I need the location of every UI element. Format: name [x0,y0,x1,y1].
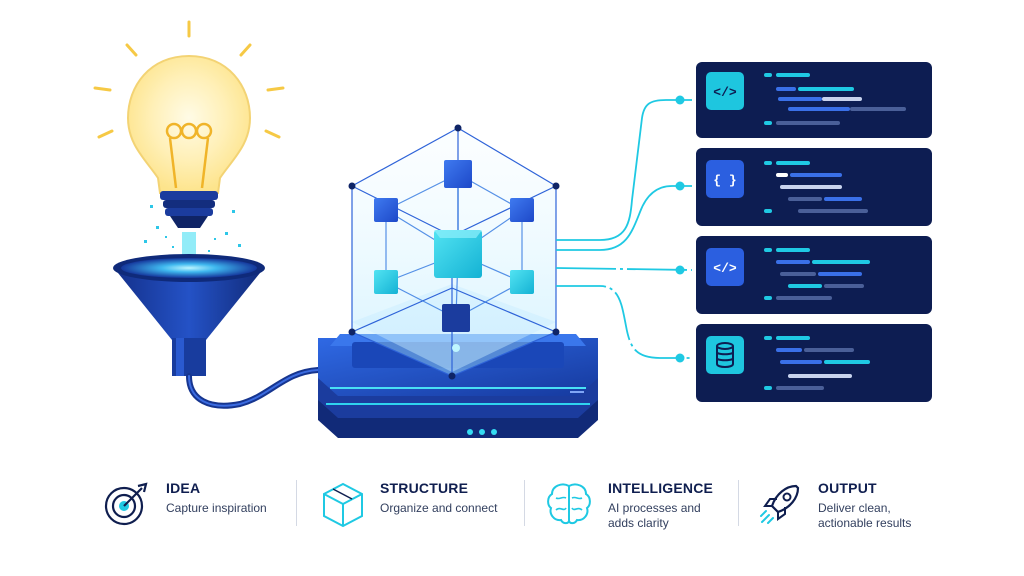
step-description: Organize and connect [380,501,498,515]
output-card: { } [696,148,932,226]
bulb-rays [93,20,285,139]
code-icon [706,248,744,286]
data-cube-structure [348,124,560,380]
step-output: OUTPUT Deliver clean, actionable results [756,474,946,534]
divider [738,480,739,526]
output-card: </> [696,236,932,314]
output-connectors [555,99,693,359]
output-card: </> [696,62,932,138]
card-glyph: </> [713,261,737,276]
step-intelligence: INTELLIGENCE AI processes and adds clari… [544,474,734,534]
step-title: IDEA [166,480,201,496]
step-description: Deliver clean, actionable results [818,501,911,531]
database-glyph [716,342,734,368]
step-title: STRUCTURE [380,480,469,496]
braces-icon [706,160,744,198]
step-title: OUTPUT [818,480,877,496]
step-description: AI processes and adds clarity [608,501,701,531]
output-card [696,324,932,402]
card-glyph: { } [713,173,736,188]
step-description-line: AI processes and [608,501,701,515]
step-description-line: Deliver clean, [818,501,891,515]
step-description-line: adds clarity [608,516,669,530]
rocket-icon [760,484,800,524]
step-title: INTELLIGENCE [608,480,714,496]
step-idea: IDEA Capture inspiration [102,474,292,534]
light-bulb-icon [93,20,285,228]
sparkle-particles [144,205,241,252]
cube-icon [323,482,363,528]
divider [296,480,297,526]
funnel-icon [113,254,321,409]
step-description-line: actionable results [818,516,912,530]
output-cards: </> { } </> [696,62,932,402]
brain-icon [547,483,591,525]
bulb-filament [165,122,213,189]
step-structure: STRUCTURE Organize and connect [318,474,518,534]
divider [524,480,525,526]
card-glyph: </> [713,85,737,100]
code-icon [706,72,744,110]
target-icon [104,482,148,526]
step-description: Capture inspiration [166,501,267,515]
server-platform [318,334,598,438]
